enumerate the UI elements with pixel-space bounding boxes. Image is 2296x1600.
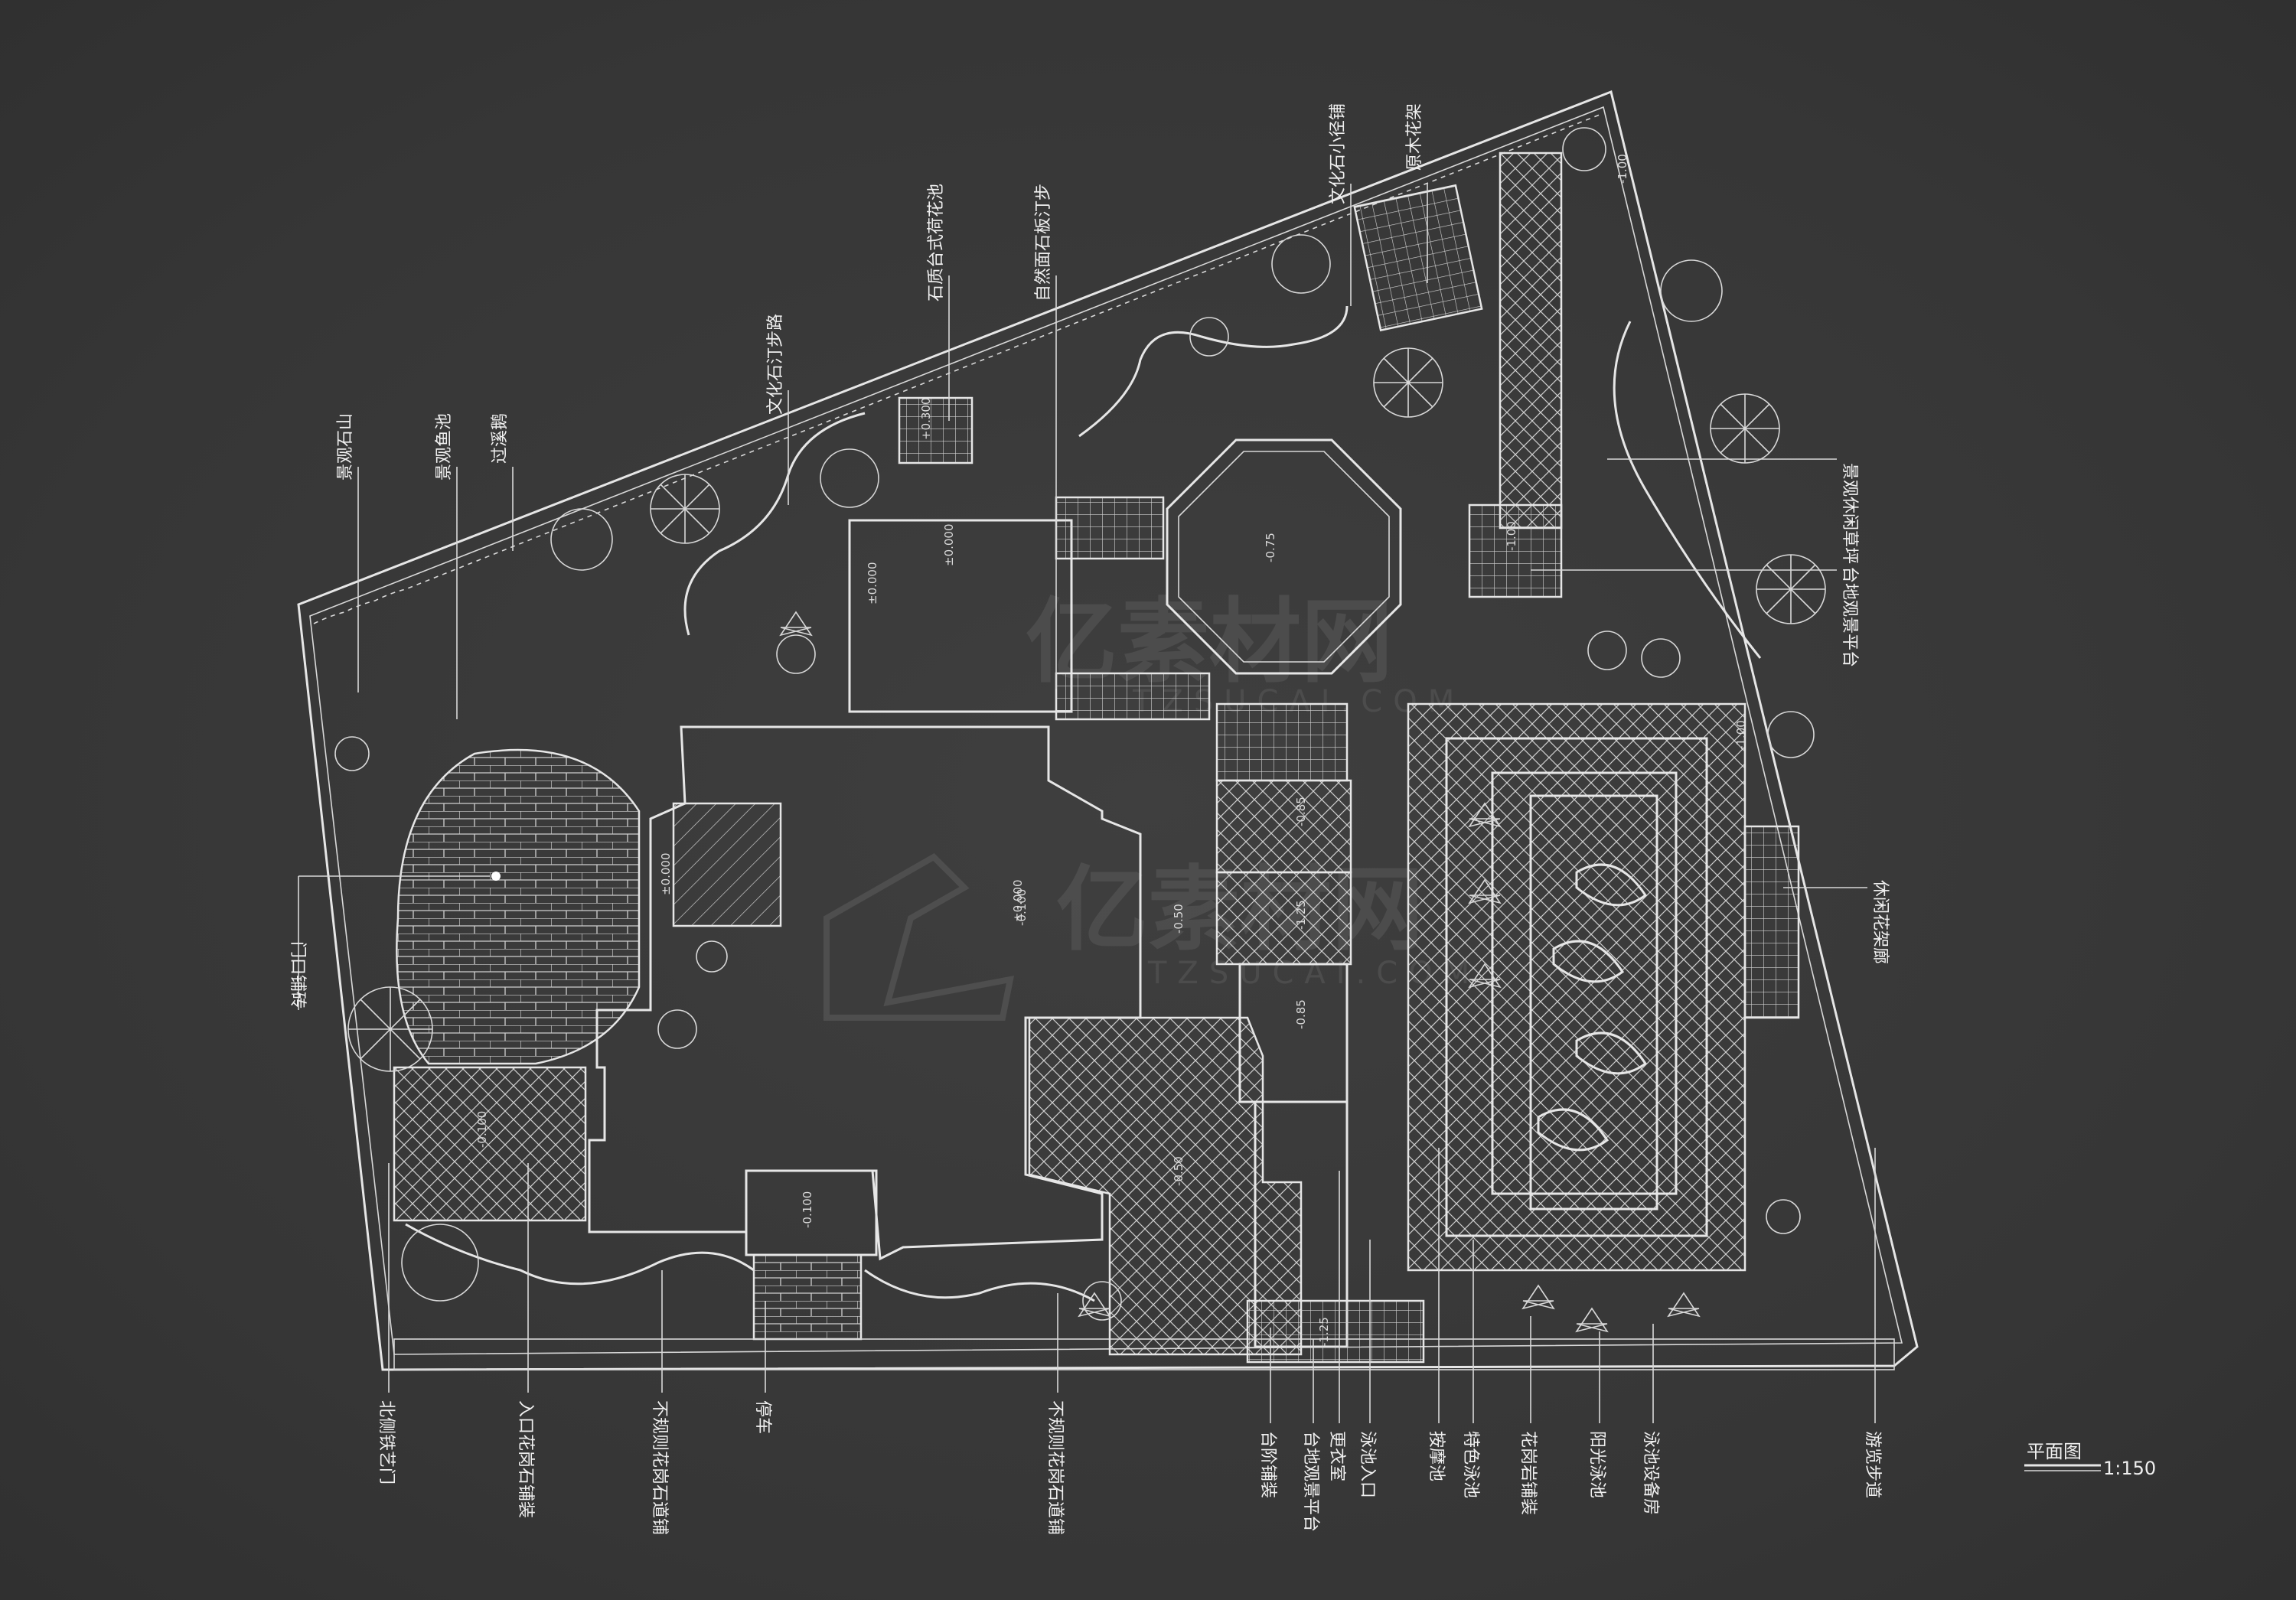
- label-bottom-13: 阳光泳池: [1587, 1431, 1606, 1498]
- label-stepping-path: 文化石汀步路: [766, 314, 785, 415]
- pool-fish-motif: [1537, 863, 1648, 1152]
- stair-block-2: [1215, 779, 1352, 874]
- label-bottom-5: 不规则花岗石道铺: [1045, 1400, 1065, 1535]
- label-rockery: 景观石山: [336, 413, 355, 481]
- stair-block-3: [1215, 871, 1352, 966]
- level-marker: -1.25: [1317, 1317, 1331, 1347]
- label-bottom-4: 停车: [753, 1400, 772, 1434]
- site-boundary: [297, 90, 1919, 1371]
- stepping-path-1: [683, 412, 866, 636]
- label-leisure-lawn: 景观休闲草坪: [1840, 463, 1859, 564]
- leader-lines-top: [357, 184, 1428, 719]
- label-bottom-14: 泳池设备房: [1641, 1431, 1660, 1515]
- east-walkway: [1499, 152, 1563, 530]
- label-bottom-7: 台地观景平台: [1301, 1431, 1320, 1532]
- palm-symbols: [779, 611, 1701, 1333]
- level-marker: ±0.000: [659, 852, 673, 895]
- label-leisure-pergola: 休闲花架廊: [1870, 880, 1890, 964]
- label-fish-pond: 景观鱼池: [435, 413, 454, 481]
- watermark: 亿素材网 TZSUCAI.COM 亿素材网 TZSUCAI.COM: [823, 589, 1469, 1021]
- pool-deck: [1407, 702, 1746, 1272]
- level-marker: -0.85: [1294, 797, 1308, 826]
- level-marker: -1.00: [1616, 154, 1629, 184]
- label-lotus-pond: 石质台式荷花池: [927, 184, 946, 301]
- label-bottom-3: 不规则花岗石道铺: [650, 1400, 669, 1535]
- viewing-platform: [1468, 503, 1563, 598]
- label-bottom-11: 特色泳池: [1461, 1431, 1480, 1498]
- label-bottom-1: 北侧铁艺门: [377, 1400, 396, 1484]
- watermark-logo: [823, 853, 1015, 1021]
- bottom-path-2: [864, 1269, 1095, 1302]
- garage-driveway: [752, 1253, 863, 1341]
- level-marker: +0.300: [919, 397, 933, 440]
- lotus-pond: [898, 396, 974, 464]
- level-marker: ±0.000: [942, 523, 956, 566]
- label-bottom-9: 泳池入口: [1358, 1431, 1377, 1498]
- label-stone-steps: 自然面石板汀步: [1034, 184, 1053, 301]
- label-bottom-8: 更衣室: [1327, 1431, 1346, 1481]
- drawing-scale: 1:150: [2103, 1458, 2156, 1479]
- level-marker: -0.100: [1015, 889, 1029, 926]
- level-marker: ±0.000: [1011, 879, 1025, 922]
- level-marker: -0.75: [1264, 533, 1277, 562]
- north-courtyard: [848, 519, 1073, 713]
- level-marker: -0.50: [1172, 904, 1186, 934]
- label-culture-stone-path: 文化石小径铺: [1329, 103, 1348, 204]
- north-walk: [1055, 496, 1165, 560]
- tree-symbols: [334, 127, 1826, 1321]
- leader-lines-left: [298, 875, 490, 1010]
- perimeter-hedge: [313, 114, 1600, 624]
- entrance-plaza: [396, 748, 641, 1065]
- leader-lines-bottom: [388, 1148, 1876, 1423]
- level-marker: -1.25: [1294, 900, 1308, 930]
- bottom-path-1: [405, 1223, 755, 1286]
- label-stream: 过溪鹅: [491, 413, 510, 464]
- side-pergola: [1743, 825, 1800, 1019]
- bottom-step: [1246, 1299, 1425, 1364]
- label-bottom-2: 入口花岗石铺装: [516, 1400, 535, 1518]
- level-marker: -0.100: [801, 1191, 814, 1228]
- title-block: 平面图 1:150: [2024, 1441, 2156, 1479]
- terrace-paving: [1028, 1016, 1303, 1356]
- level-marker: -1.00: [1734, 720, 1748, 750]
- right-labels: 景观休闲草坪 台地观景平台 休闲花架廊: [1840, 463, 1890, 964]
- stair-block-1: [1215, 702, 1349, 782]
- label-bottom-12: 花岗岩铺装: [1518, 1431, 1538, 1515]
- upper-step: [1055, 672, 1211, 721]
- label-terrace-platform: 台地观景平台: [1840, 566, 1859, 667]
- bottom-labels: 北侧铁艺门 入口花岗石铺装 不规则花岗石道铺 停车 不规则花岗石道铺 台阶铺装 …: [377, 1400, 1882, 1535]
- stepping-path-2: [1078, 305, 1349, 438]
- level-marker: -0.100: [475, 1111, 489, 1148]
- level-marker: ±0.000: [866, 562, 879, 604]
- level-marker: -1.00: [1505, 521, 1518, 551]
- level-marker: -0.50: [1172, 1156, 1186, 1186]
- label-bottom-15: 游览步道: [1863, 1431, 1882, 1498]
- level-markers: ±0.000 ±0.000 +0.300 -0.75 -1.00 -1.00 ±…: [475, 154, 1748, 1347]
- level-marker: -0.85: [1294, 999, 1308, 1029]
- entrance-tile-area: [393, 1066, 587, 1222]
- label-wood-pergola: 原木花架: [1405, 103, 1424, 171]
- drawing-title: 平面图: [2027, 1441, 2082, 1462]
- label-entrance-paving: 门口铺砖: [288, 941, 307, 1009]
- label-bottom-10: 按摩池: [1427, 1431, 1446, 1481]
- leader-lines-right: [1531, 458, 1867, 888]
- label-bottom-6: 台阶铺装: [1258, 1431, 1277, 1498]
- east-curve-path: [1613, 321, 1762, 659]
- top-labels: 景观石山 景观鱼池 过溪鹅 文化石汀步路 石质台式荷花池 自然面石板汀步 文化石…: [336, 103, 1424, 481]
- octagon-pavilion: [1166, 438, 1402, 675]
- wooden-pergola: [1353, 184, 1483, 332]
